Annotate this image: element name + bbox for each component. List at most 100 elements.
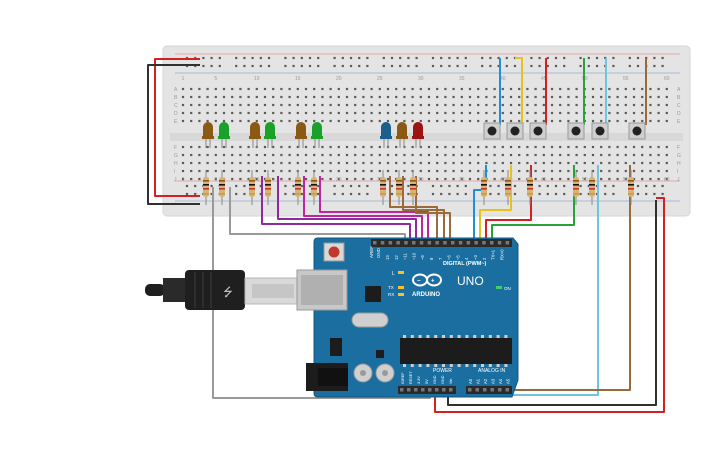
column-number-label: 50 bbox=[582, 177, 588, 183]
row-letter-label: C bbox=[174, 103, 178, 109]
digital-pin-label: ~10 bbox=[411, 252, 416, 260]
usb-icon: ⭍ bbox=[223, 285, 233, 299]
resistor bbox=[380, 170, 386, 205]
resistor bbox=[396, 170, 402, 205]
resistor bbox=[295, 170, 301, 205]
led-tx bbox=[398, 286, 404, 289]
resistor bbox=[249, 170, 255, 205]
digital-pin-label: RX<0 bbox=[499, 249, 504, 260]
row-letter-label: J bbox=[677, 177, 680, 183]
led bbox=[412, 122, 424, 148]
power-pin-label: Vin bbox=[449, 379, 453, 384]
breadboard: 1155101015152020252530303535404045455050… bbox=[162, 45, 691, 217]
wire-brown-1 bbox=[389, 176, 438, 246]
arduino-brand: ARDUINO bbox=[412, 292, 440, 298]
wire-purple-1 bbox=[261, 176, 411, 246]
wire-brown-2 bbox=[402, 176, 445, 246]
digital-pin-label: 12 bbox=[394, 255, 399, 260]
column-number-label: 15 bbox=[295, 76, 301, 82]
column-number-label: 10 bbox=[254, 76, 260, 82]
resistor bbox=[573, 170, 579, 205]
digital-pin-label: TX>1 bbox=[491, 249, 496, 260]
wire-yellow-top bbox=[515, 57, 523, 125]
row-letter-label: A bbox=[174, 87, 178, 93]
led-l bbox=[398, 271, 404, 274]
led bbox=[311, 122, 323, 148]
digital-pin-label: 4 bbox=[464, 257, 469, 260]
analog-pin-label: A2 bbox=[483, 378, 488, 384]
column-number-label: 45 bbox=[541, 76, 547, 82]
pushbutton bbox=[529, 122, 547, 140]
on-label: ON bbox=[504, 286, 511, 291]
wire-magenta-1 bbox=[303, 176, 423, 246]
led-rx bbox=[398, 293, 404, 296]
wire-purple-2 bbox=[277, 176, 417, 246]
column-number-label: 55 bbox=[623, 177, 629, 183]
resistor bbox=[505, 170, 511, 205]
row-letter-label: H bbox=[174, 161, 178, 167]
row-letter-label: G bbox=[677, 153, 681, 159]
rx-label: RX bbox=[388, 292, 394, 297]
digital-pin-label: 7 bbox=[438, 257, 443, 260]
header-pins bbox=[373, 241, 510, 392]
column-number-label: 25 bbox=[377, 177, 383, 183]
pushbutton bbox=[483, 122, 501, 140]
column-number-label: 20 bbox=[336, 76, 342, 82]
row-letter-label: A bbox=[677, 87, 681, 93]
column-number-label: 35 bbox=[459, 177, 465, 183]
svg-text:−: − bbox=[417, 279, 421, 285]
column-number-label: 60 bbox=[664, 76, 670, 82]
column-number-label: 30 bbox=[418, 177, 424, 183]
resistor bbox=[219, 170, 225, 205]
gnd-label: GND bbox=[376, 247, 381, 258]
breadboard-holes bbox=[181, 56, 668, 196]
row-letter-label: I bbox=[174, 169, 175, 175]
analog-label: ANALOG IN bbox=[478, 368, 506, 374]
pushbuttons bbox=[483, 122, 646, 140]
row-letter-label: F bbox=[174, 145, 177, 151]
svg-text:+: + bbox=[431, 279, 435, 285]
digital-pin-label: ~5 bbox=[455, 255, 460, 260]
analog-pin-label: A3 bbox=[491, 378, 496, 384]
analog-pin-label: A0 bbox=[468, 378, 473, 384]
row-letter-label: F bbox=[677, 145, 680, 151]
resistor bbox=[410, 170, 416, 205]
column-number-label: 1 bbox=[182, 177, 185, 183]
column-number-label: 1 bbox=[182, 76, 185, 82]
column-number-label: 55 bbox=[623, 76, 629, 82]
column-number-label: 5 bbox=[214, 76, 217, 82]
resistor bbox=[481, 170, 487, 205]
digital-pin-label: ~6 bbox=[447, 255, 452, 260]
digital-pin-label: ~9 bbox=[420, 255, 425, 260]
row-letter-label: B bbox=[174, 95, 178, 101]
row-letter-label: D bbox=[677, 111, 681, 117]
digital-pin-label: 2 bbox=[482, 257, 487, 260]
row-letter-label: G bbox=[174, 153, 178, 159]
pushbutton bbox=[506, 122, 524, 140]
row-letter-label: C bbox=[677, 103, 681, 109]
digital-label: DIGITAL (PWM~) bbox=[443, 261, 487, 267]
column-number-label: 40 bbox=[500, 76, 506, 82]
resistor bbox=[265, 170, 271, 205]
led bbox=[202, 122, 214, 148]
resistor bbox=[311, 170, 317, 205]
digital-pin-label: ~3 bbox=[473, 255, 478, 260]
led bbox=[264, 122, 276, 148]
wire-red-5v bbox=[434, 197, 665, 413]
power-pin-label: GND bbox=[441, 375, 445, 384]
row-letter-label: H bbox=[677, 161, 681, 167]
led bbox=[295, 122, 307, 148]
resistor bbox=[589, 170, 595, 205]
power-header bbox=[398, 386, 456, 394]
row-letter-label: I bbox=[677, 169, 678, 175]
column-number-label: 25 bbox=[377, 76, 383, 82]
analog-header bbox=[466, 386, 512, 394]
led-l-label: L bbox=[392, 271, 395, 277]
column-number-label: 60 bbox=[664, 177, 670, 183]
digital-pin-label: 8 bbox=[429, 257, 434, 260]
